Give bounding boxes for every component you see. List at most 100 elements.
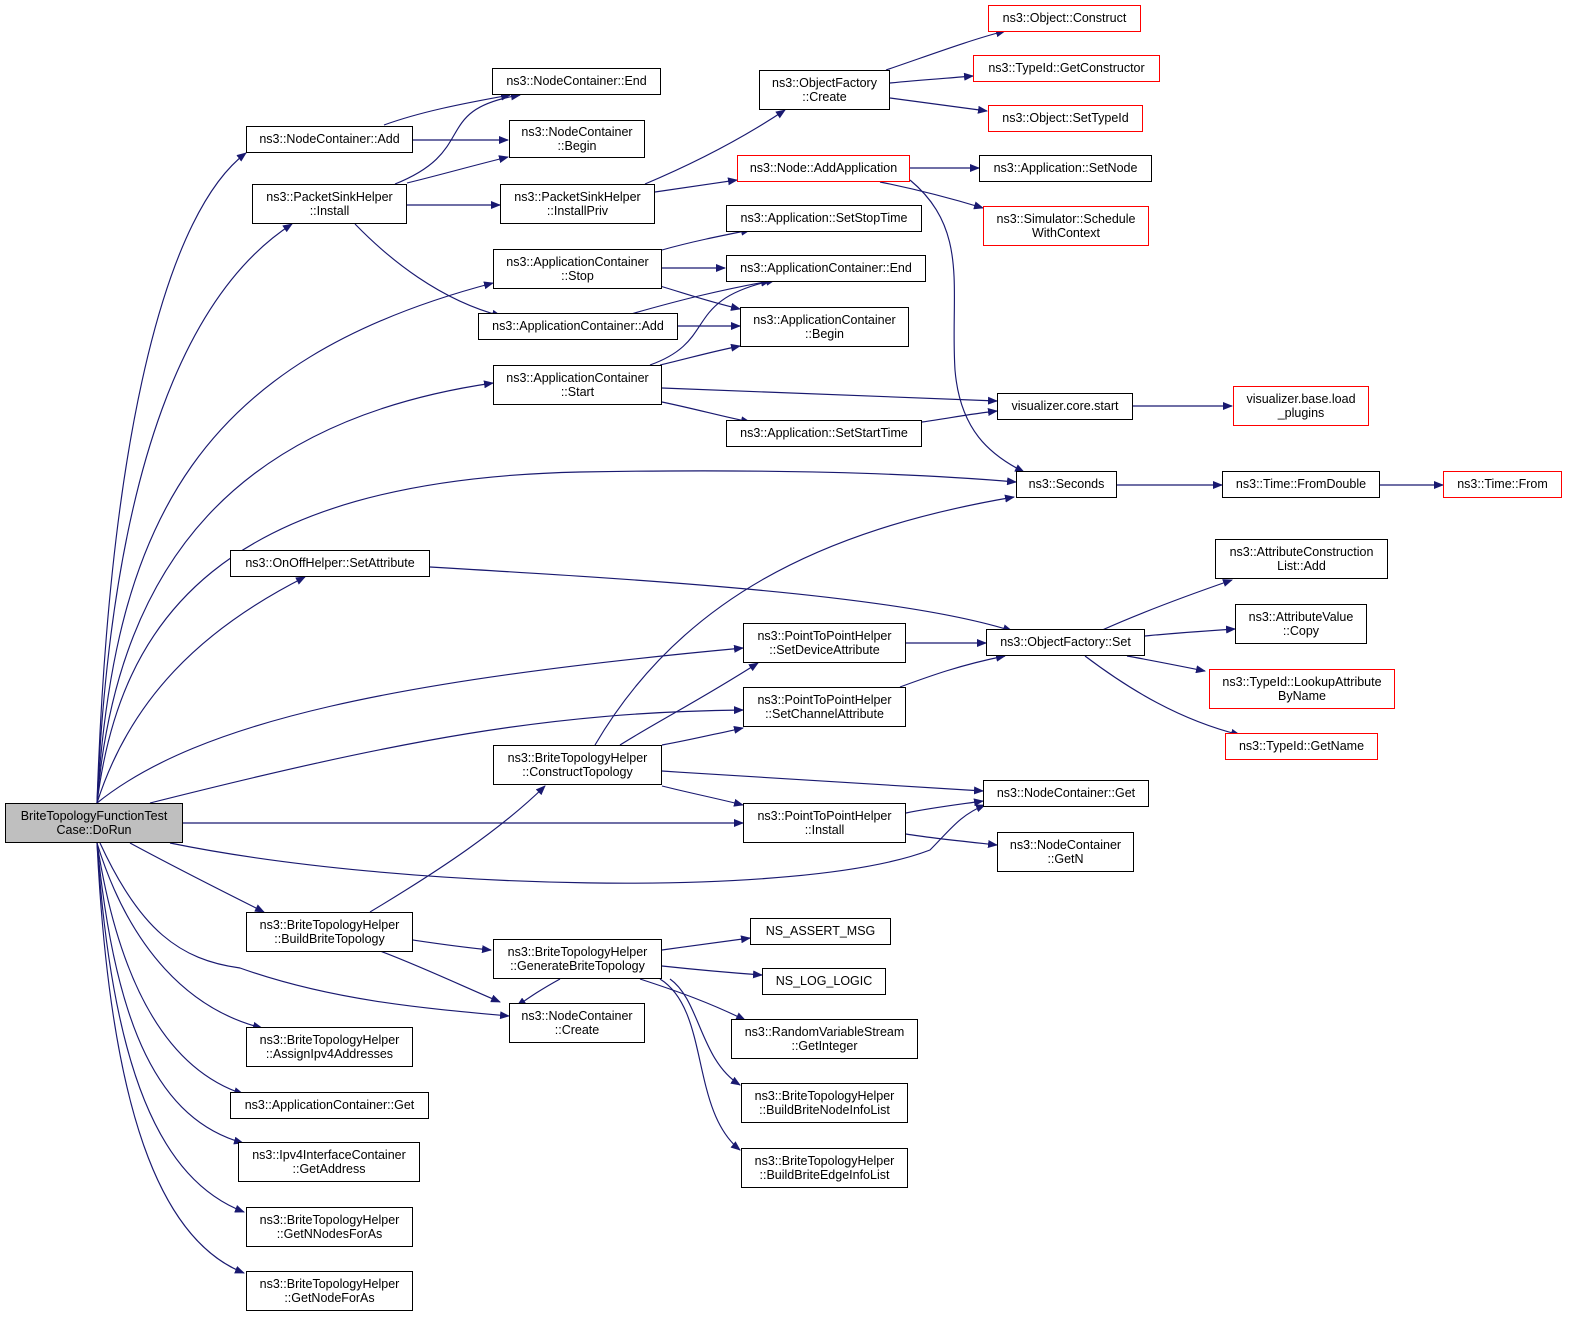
edge-ofset-avcopy bbox=[1144, 625, 1236, 637]
node-label-line: ns3::ApplicationContainer::Add bbox=[492, 319, 664, 334]
edge-ofset-getname bbox=[1084, 655, 1241, 737]
node-psh-installpriv[interactable]: ns3::PacketSinkHelper::InstallPriv bbox=[500, 184, 655, 224]
edge-dorun-nc-get bbox=[169, 804, 986, 884]
node-label-line: _plugins bbox=[1277, 406, 1325, 420]
node-of-set[interactable]: ns3::ObjectFactory::Set bbox=[986, 629, 1145, 656]
node-bth-getnode[interactable]: ns3::BriteTopologyHelper::GetNodeForAs bbox=[246, 1271, 413, 1311]
node-label-line: ::SetChannelAttribute bbox=[765, 707, 884, 721]
node-ac-stop[interactable]: ns3::ApplicationContainer::Stop bbox=[493, 249, 662, 289]
node-nc-get[interactable]: ns3::NodeContainer::Get bbox=[983, 780, 1149, 807]
node-obj-construct[interactable]: ns3::Object::Construct bbox=[988, 5, 1141, 32]
node-bth-construct[interactable]: ns3::BriteTopologyHelper::ConstructTopol… bbox=[493, 745, 662, 785]
node-label-line: ns3::BriteTopologyHelper bbox=[259, 1032, 400, 1047]
node-bth-buildbrite[interactable]: ns3::BriteTopologyHelper::BuildBriteTopo… bbox=[246, 912, 413, 952]
node-typeid-getctor[interactable]: ns3::TypeId::GetConstructor bbox=[973, 55, 1160, 82]
node-time-from[interactable]: ns3::Time::From bbox=[1443, 471, 1562, 498]
edge-pshinst-ncend bbox=[394, 92, 521, 185]
node-rvs-getint[interactable]: ns3::RandomVariableStream::GetInteger bbox=[731, 1019, 918, 1059]
node-label-line: ::Install bbox=[804, 823, 845, 837]
node-label-line: ::BuildBriteNodeInfoList bbox=[759, 1103, 890, 1117]
node-p2p-install[interactable]: ns3::PointToPointHelper::Install bbox=[743, 803, 906, 843]
edge-acstart-acbegin bbox=[659, 343, 741, 366]
node-onoff-setattr[interactable]: ns3::OnOffHelper::SetAttribute bbox=[230, 550, 430, 577]
edge-p2pinstall-ncget bbox=[905, 798, 984, 814]
node-nc-end[interactable]: ns3::NodeContainer::End bbox=[492, 68, 661, 95]
node-vis-start[interactable]: visualizer.core.start bbox=[997, 393, 1133, 420]
node-label-line: ns3::BriteTopologyHelper bbox=[259, 1212, 400, 1227]
node-seconds[interactable]: ns3::Seconds bbox=[1016, 471, 1117, 498]
node-label-line: ns3::Object::Construct bbox=[1002, 11, 1127, 26]
node-nc-getn[interactable]: ns3::NodeContainer::GetN bbox=[997, 832, 1134, 872]
node-time-fromdouble[interactable]: ns3::Time::FromDouble bbox=[1222, 471, 1380, 498]
edge-acstart-visstart bbox=[661, 387, 998, 405]
node-ns-assert[interactable]: NS_ASSERT_MSG bbox=[750, 918, 891, 945]
edge-onoff-ofset bbox=[429, 566, 1013, 633]
edge-dorun-ipv4 bbox=[96, 842, 244, 1145]
node-bth-edgeinfo[interactable]: ns3::BriteTopologyHelper::BuildBriteEdge… bbox=[741, 1148, 908, 1188]
edge-build-construct bbox=[369, 785, 546, 913]
edge-acstart-setstarttime bbox=[661, 401, 751, 425]
edge-installpriv-addapp bbox=[654, 177, 738, 193]
node-psh-install[interactable]: ns3::PacketSinkHelper::Install bbox=[252, 184, 407, 224]
edge-gen-nccreate bbox=[516, 978, 561, 1007]
edge-construct-p2pinstall bbox=[661, 785, 744, 807]
node-label-line: ns3::Ipv4InterfaceContainer bbox=[252, 1147, 406, 1162]
node-app-setnode[interactable]: ns3::Application::SetNode bbox=[979, 155, 1152, 182]
node-nc-add[interactable]: ns3::NodeContainer::Add bbox=[246, 126, 413, 153]
edge-acstart-acend bbox=[649, 277, 776, 366]
edge-dorun-getnode bbox=[96, 842, 245, 1274]
node-bth-getnnodes[interactable]: ns3::BriteTopologyHelper::GetNNodesForAs bbox=[246, 1207, 413, 1247]
node-ac-end[interactable]: ns3::ApplicationContainer::End bbox=[726, 255, 926, 282]
edge-gen-nodeinfo bbox=[669, 978, 741, 1086]
node-ac-start[interactable]: ns3::ApplicationContainer::Start bbox=[493, 365, 662, 405]
node-label-line: ns3::ApplicationContainer::Get bbox=[244, 1098, 415, 1113]
node-of-create[interactable]: ns3::ObjectFactory::Create bbox=[759, 70, 890, 110]
node-ns-log[interactable]: NS_LOG_LOGIC bbox=[762, 968, 886, 995]
edge-dorun-psh-install bbox=[96, 223, 293, 804]
node-label-line: ns3::ApplicationContainer bbox=[506, 254, 649, 269]
node-vis-load[interactable]: visualizer.base.load_plugins bbox=[1233, 386, 1369, 426]
node-nc-begin[interactable]: ns3::NodeContainer::Begin bbox=[509, 120, 645, 158]
node-label-line: visualizer.core.start bbox=[1011, 399, 1119, 414]
node-label-line: ns3::RandomVariableStream bbox=[744, 1024, 905, 1039]
node-label-line: ::Stop bbox=[561, 269, 594, 283]
node-ac-begin[interactable]: ns3::ApplicationContainer::Begin bbox=[740, 307, 909, 347]
node-bth-assign[interactable]: ns3::BriteTopologyHelper::AssignIpv4Addr… bbox=[246, 1027, 413, 1067]
node-label-line: ::BuildBriteEdgeInfoList bbox=[759, 1168, 890, 1182]
node-ac-get[interactable]: ns3::ApplicationContainer::Get bbox=[230, 1092, 429, 1119]
node-av-copy[interactable]: ns3::AttributeValue::Copy bbox=[1235, 604, 1367, 644]
node-p2p-setdevattr[interactable]: ns3::PointToPointHelper::SetDeviceAttrib… bbox=[743, 623, 906, 663]
node-bth-generate[interactable]: ns3::BriteTopologyHelper::GenerateBriteT… bbox=[493, 939, 662, 979]
node-label-line: NS_ASSERT_MSG bbox=[765, 924, 876, 939]
node-app-setstarttime[interactable]: ns3::Application::SetStartTime bbox=[726, 420, 922, 447]
node-ac-add[interactable]: ns3::ApplicationContainer::Add bbox=[478, 313, 678, 340]
node-nc-create[interactable]: ns3::NodeContainer::Create bbox=[509, 1003, 645, 1043]
edge-pshinst-acadd bbox=[354, 223, 502, 318]
node-label-line: ns3::Node::AddApplication bbox=[749, 161, 898, 176]
node-label-line: ::GetNNodesForAs bbox=[276, 1227, 383, 1241]
node-ipv4-getaddr[interactable]: ns3::Ipv4InterfaceContainer::GetAddress bbox=[238, 1142, 420, 1182]
node-p2p-setchattr[interactable]: ns3::PointToPointHelper::SetChannelAttri… bbox=[743, 687, 906, 727]
node-label-line: ns3::ApplicationContainer::End bbox=[740, 261, 912, 276]
node-node-addapp[interactable]: ns3::Node::AddApplication bbox=[737, 155, 910, 182]
node-label-line: ns3::NodeContainer::Add bbox=[259, 132, 400, 147]
edge-build-nccreate bbox=[379, 950, 501, 1003]
edge-dorun-p2p-setdev bbox=[96, 644, 744, 804]
edge-ofset-acladd bbox=[1099, 579, 1233, 632]
node-label-line: ns3::PointToPointHelper bbox=[757, 628, 892, 643]
node-app-setstoptime[interactable]: ns3::Application::SetStopTime bbox=[726, 205, 922, 232]
node-bth-nodeinfo[interactable]: ns3::BriteTopologyHelper::BuildBriteNode… bbox=[741, 1083, 908, 1123]
edge-gen-assert bbox=[661, 935, 751, 951]
edge-addapp-seconds bbox=[909, 179, 1025, 473]
node-typeid-getname[interactable]: ns3::TypeId::GetName bbox=[1225, 733, 1378, 760]
node-label-line: ns3::ObjectFactory bbox=[772, 75, 877, 90]
node-label-line: ns3::AttributeValue bbox=[1248, 609, 1354, 624]
edge-ofcreate-construct bbox=[885, 29, 1006, 71]
edge-acstop-setstoptime bbox=[661, 227, 751, 251]
node-obj-settypeid[interactable]: ns3::Object::SetTypeId bbox=[988, 105, 1143, 132]
node-label-line: ns3::ApplicationContainer bbox=[753, 312, 896, 327]
